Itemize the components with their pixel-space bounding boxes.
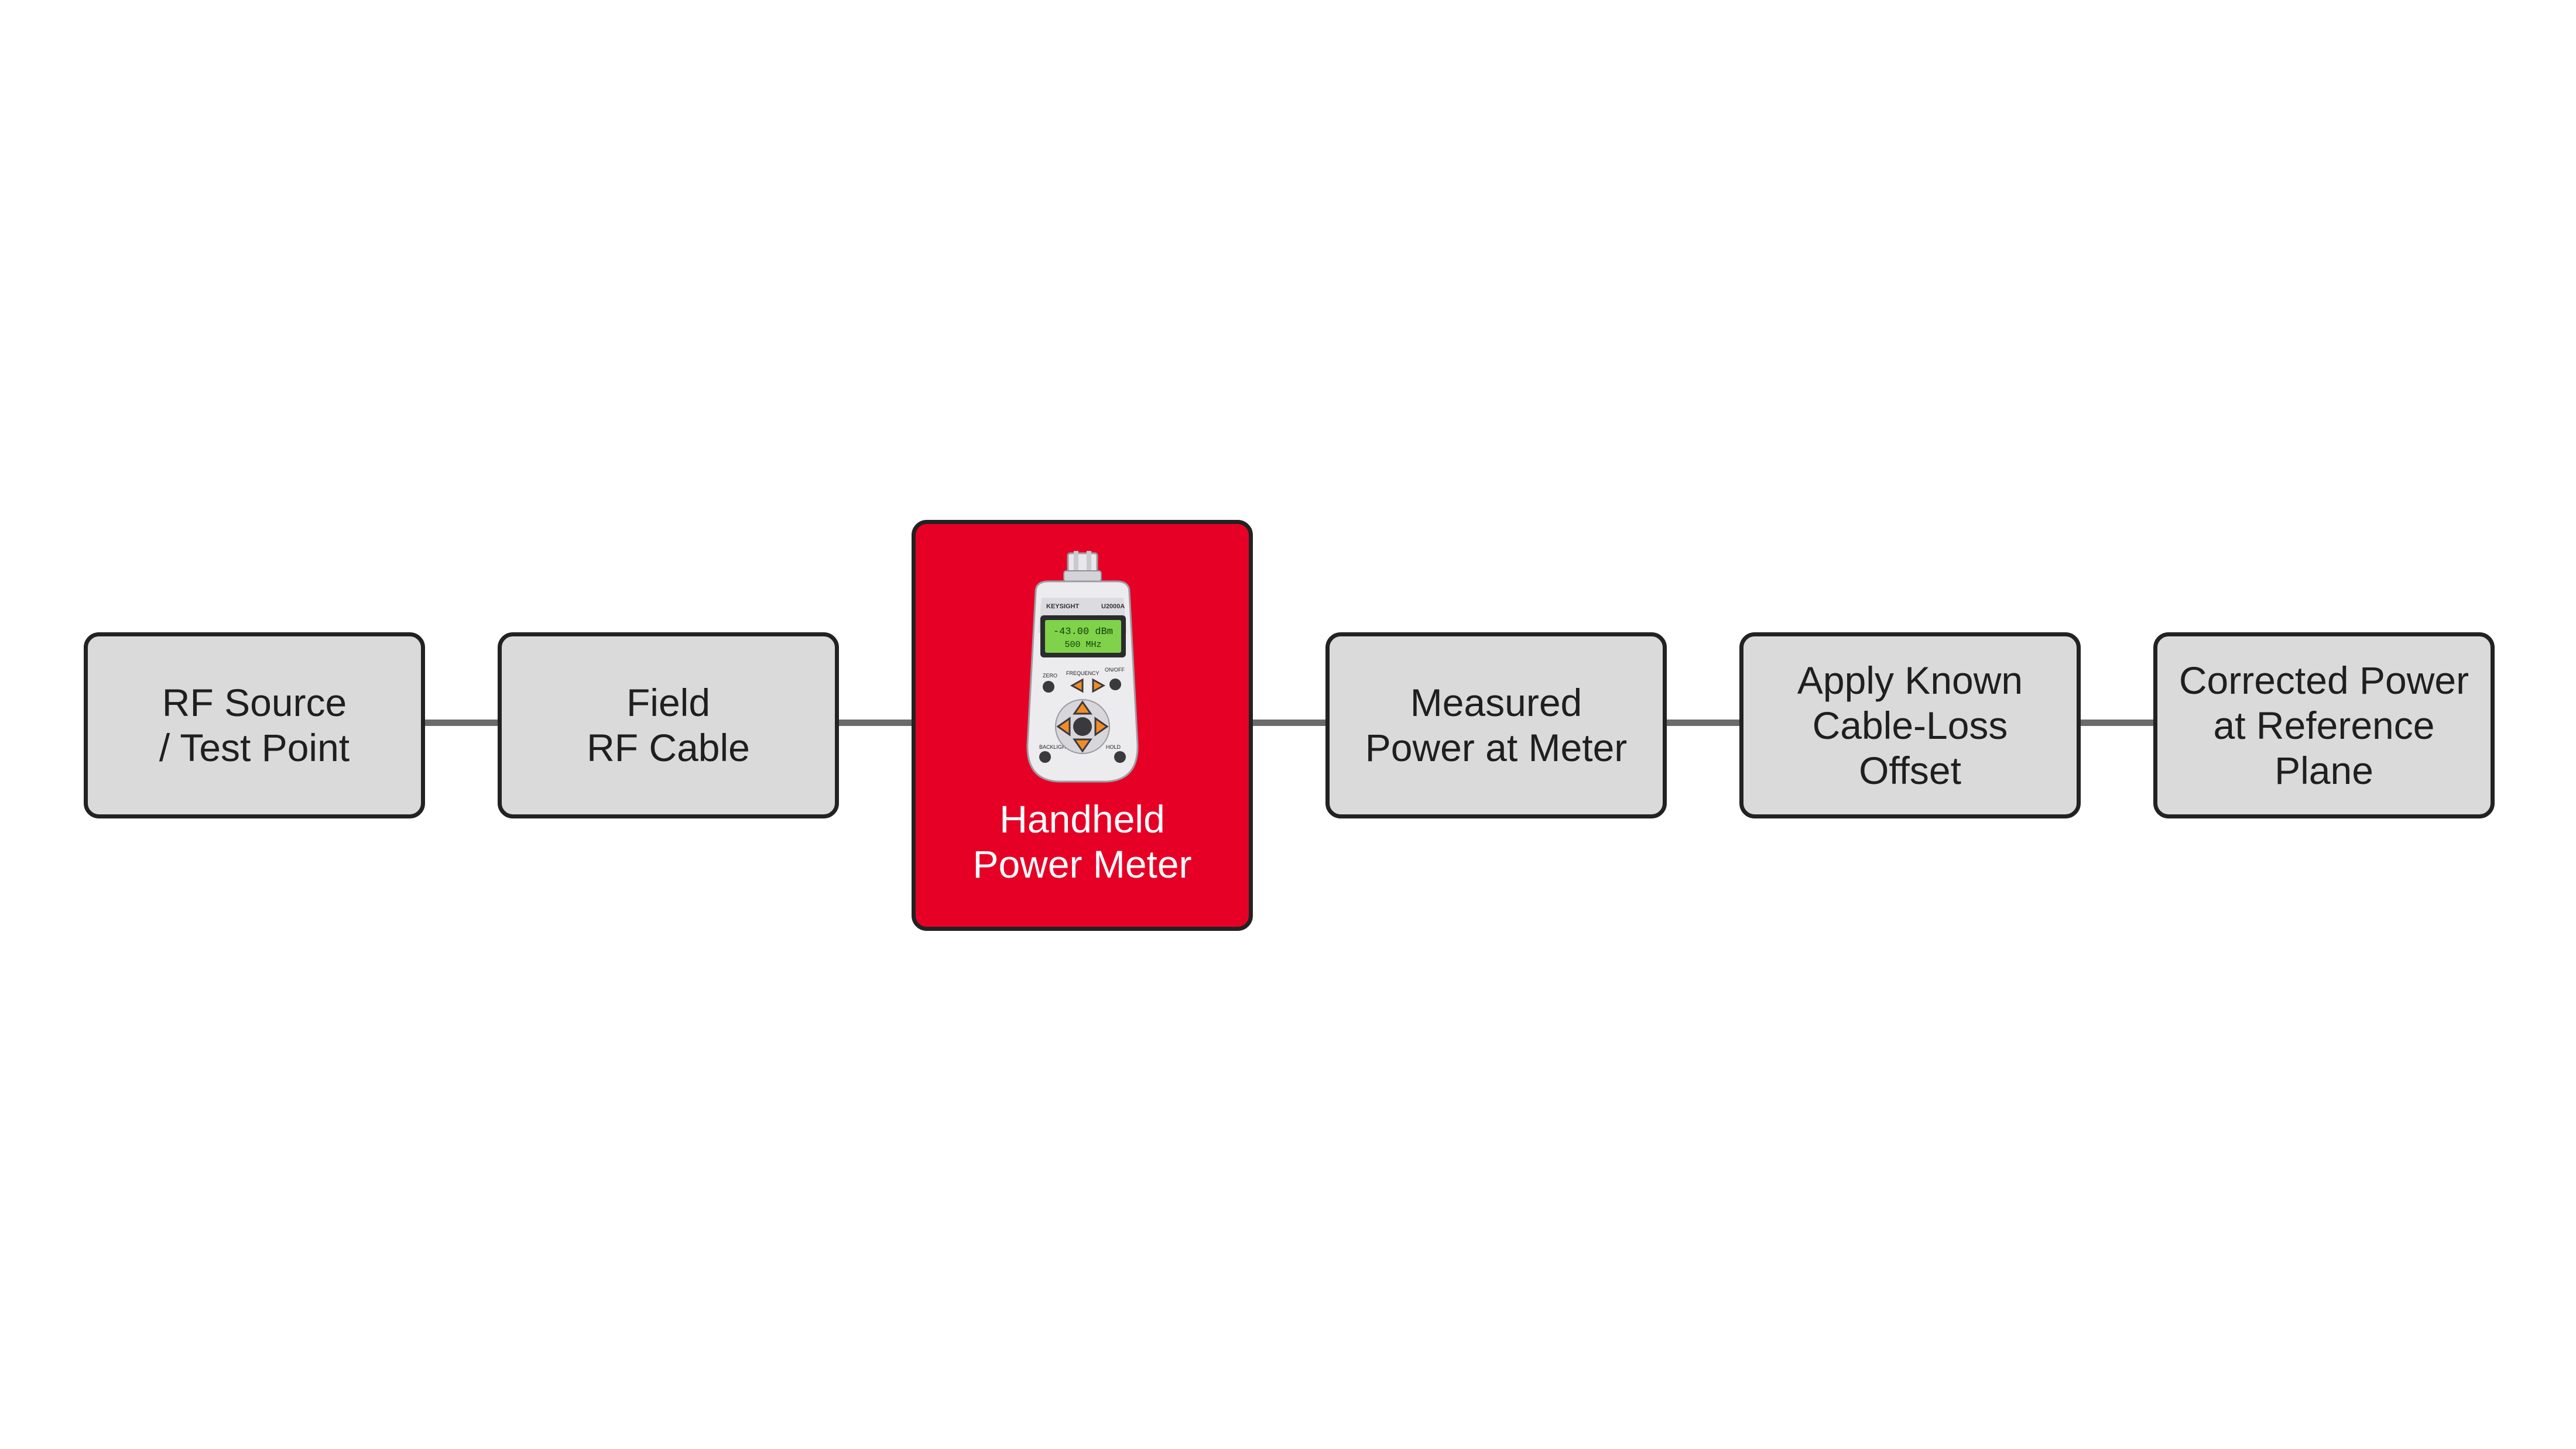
node-corrected-power: Corrected Power at Reference Plane	[2153, 632, 2495, 818]
node-measured-power: Measured Power at Meter	[1325, 632, 1667, 818]
node-label-line: Field	[626, 681, 711, 724]
node-label-line: RF Source	[162, 681, 347, 724]
node-label-line: Measured	[1410, 681, 1582, 724]
meter-brand: KEYSIGHT	[1046, 603, 1080, 610]
meter-button-label: BACKLIGHT	[1039, 744, 1070, 750]
connector-measured-to-offset	[1666, 720, 1740, 726]
node-apply-offset: Apply Known Cable-Loss Offset	[1739, 632, 2081, 818]
node-label-line: Handheld	[999, 797, 1165, 841]
meter-button-label: ON/OFF	[1105, 667, 1125, 673]
meter-model: U2000A	[1101, 603, 1125, 610]
node-label-line: Corrected Power	[2178, 658, 2469, 702]
connector-source-to-cable	[424, 720, 498, 726]
node-label-line: Apply Known	[1797, 658, 2023, 702]
connector-offset-to-corrected	[2080, 720, 2154, 726]
node-label-line: Power at Meter	[1365, 726, 1628, 769]
connector-cable-to-meter	[838, 720, 912, 726]
meter-button-label: ZERO	[1043, 673, 1057, 679]
node-label-line: Cable-Loss	[1812, 703, 2008, 747]
node-label-line: Plane	[2274, 748, 2373, 792]
node-field-rf-cable: Field RF Cable	[498, 632, 839, 818]
node-label-line: RF Cable	[587, 726, 750, 769]
node-label-line: Offset	[1859, 748, 1961, 792]
node-rf-source: RF Source / Test Point	[84, 632, 425, 818]
node-label-line: Power Meter	[972, 842, 1192, 886]
handheld-power-meter-icon: KEYSIGHT U2000A -43.00 dBm 500 MHz ZERO …	[1018, 551, 1147, 785]
node-handheld-power-meter: KEYSIGHT U2000A -43.00 dBm 500 MHz ZERO …	[912, 520, 1253, 931]
connector-meter-to-measured	[1252, 720, 1326, 726]
meter-display-frequency: 500 MHz	[1064, 640, 1101, 650]
meter-button-label: FREQUENCY	[1066, 670, 1099, 676]
node-label-line: at Reference	[2213, 703, 2435, 747]
meter-display-reading: -43.00 dBm	[1053, 626, 1112, 638]
meter-button-label: HOLD	[1106, 744, 1121, 750]
node-label-line: / Test Point	[159, 726, 350, 769]
